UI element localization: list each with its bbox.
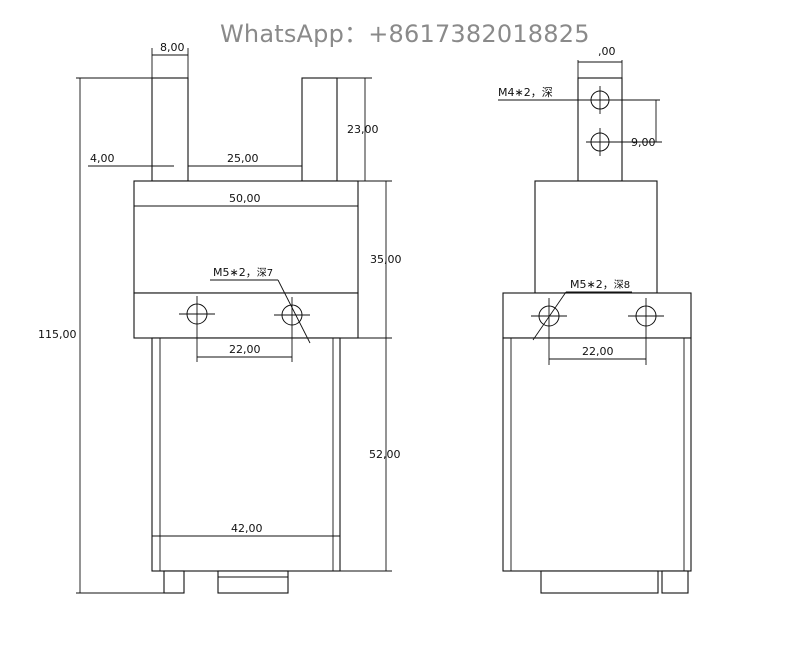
side-view: ,00 M4∗2，深 9,00 M5∗2，深8 22,00 (498, 45, 692, 594)
side-foot (661, 570, 689, 594)
front-view: 8,00 23,00 4,00 25,00 50,00 35,00 M5∗2，深… (38, 41, 402, 594)
watermark: WhatsApp：+8617382018825 (220, 20, 590, 48)
dim-lower-height: 52,00 (369, 448, 401, 461)
center-port (217, 570, 289, 594)
dim-gap: 25,00 (227, 152, 259, 165)
dim-side-hole-pitch: 22,00 (582, 345, 614, 358)
dim-base-width: 42,00 (231, 522, 263, 535)
dim-finger-height: 23,00 (347, 123, 379, 136)
dim-side-hole-spacing: 9,00 (631, 136, 656, 149)
dim-total-height: 115,00 (38, 328, 77, 341)
hole-right (274, 297, 310, 333)
side-upper-body (534, 180, 658, 294)
dim-side-top-width: ,00 (598, 45, 616, 58)
side-hole-callout: M5∗2，深8 (570, 278, 630, 291)
side-mounting-plate (502, 292, 692, 339)
hole-callout: M5∗2，深7 (213, 266, 273, 279)
mounting-plate (133, 292, 359, 339)
side-lower-body (502, 337, 692, 572)
right-finger (301, 77, 338, 182)
upper-body (133, 180, 359, 294)
dim-finger-width: 8,00 (160, 41, 185, 54)
lower-body (151, 337, 341, 572)
side-hole-right (628, 298, 664, 334)
side-hole-lower (586, 128, 614, 156)
hole-left (179, 296, 215, 332)
side-hole-callout-top: M4∗2，深 (498, 86, 553, 99)
left-finger (151, 77, 189, 182)
side-port (540, 570, 659, 594)
dim-upper-height: 35,00 (370, 253, 402, 266)
dim-hole-pitch: 22,00 (229, 343, 261, 356)
left-foot (163, 570, 185, 594)
dim-body-width: 50,00 (229, 192, 261, 205)
dim-offset: 4,00 (90, 152, 115, 165)
